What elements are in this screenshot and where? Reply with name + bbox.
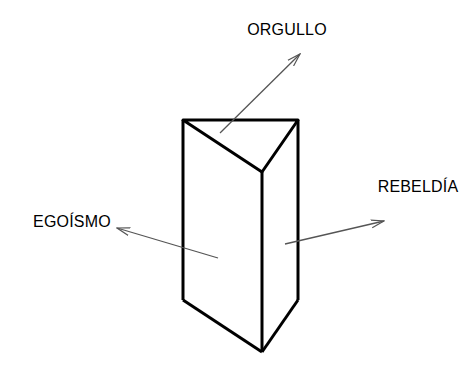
arrow-left (117, 228, 218, 258)
right-label: REBELDÍA (378, 178, 459, 196)
top-label: ORGULLO (247, 21, 327, 39)
prism-outline (183, 120, 298, 352)
direction-arrows (117, 54, 384, 258)
arrow-up (220, 54, 300, 133)
left-label: EGOÍSMO (33, 213, 111, 231)
arrow-right (285, 221, 384, 244)
